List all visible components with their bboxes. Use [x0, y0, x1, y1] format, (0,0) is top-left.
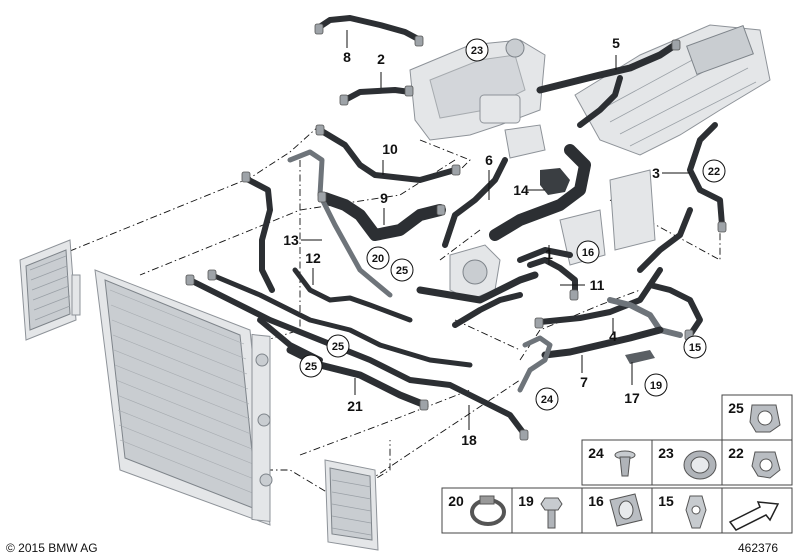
- hex-bolt-icon: [540, 497, 563, 529]
- callout-1: 1: [545, 246, 553, 262]
- callout-6: 6: [485, 152, 493, 168]
- circled-callouts: 23 22 16 20 25 25 25 15: [299, 38, 726, 411]
- bracket-18: [625, 350, 655, 364]
- svg-text:20: 20: [372, 253, 384, 265]
- leader-lines: [301, 30, 690, 430]
- svg-text:16: 16: [588, 493, 604, 509]
- circled-callout-25-c: 25: [299, 354, 323, 378]
- arrow-nav-icon[interactable]: [728, 501, 780, 531]
- callout-14: 13: [283, 232, 299, 248]
- svg-text:15: 15: [689, 342, 701, 354]
- svg-text:25: 25: [396, 265, 408, 277]
- circled-callout-23: 23: [465, 38, 489, 62]
- expansion-tank: [409, 38, 546, 141]
- band-clamp-icon: [470, 495, 506, 526]
- legend-cell-19: 19: [511, 487, 583, 534]
- legend-cell-20: 20: [441, 487, 513, 534]
- coolant-pump: [449, 244, 501, 301]
- circled-callout-20: 20: [366, 246, 390, 270]
- circled-callout-25-b: 25: [326, 334, 350, 358]
- callout-21: 21: [347, 398, 363, 414]
- circled-callout-19: 19: [644, 373, 668, 397]
- callout-5: 5: [612, 35, 620, 51]
- legend-cell-24: 24: [581, 439, 653, 486]
- svg-text:23: 23: [471, 45, 483, 57]
- callout-10: 10: [382, 141, 398, 157]
- svg-text:16: 16: [582, 247, 594, 259]
- legend-cell-16: 16: [581, 487, 653, 534]
- callout-12: 12: [305, 250, 321, 266]
- hose-holder-icon: [685, 495, 707, 529]
- circled-callout-22: 22: [702, 159, 726, 183]
- small-expansion-tank: [559, 169, 656, 266]
- svg-text:25: 25: [305, 361, 317, 373]
- legend-cell-23: 23: [651, 439, 723, 486]
- parts-legend: 25 24 23 22: [441, 394, 793, 534]
- auxiliary-radiator-left: [19, 239, 81, 341]
- legend-cell-nav[interactable]: [721, 487, 793, 534]
- callout-4: 4: [609, 328, 617, 344]
- circled-callout-24: 24: [535, 387, 559, 411]
- legend-cell-22: 22: [721, 439, 793, 486]
- legend-cell-15: 15: [651, 487, 723, 534]
- hose-clip-icon: [749, 404, 781, 433]
- callout-13: 11: [590, 277, 605, 293]
- svg-text:25: 25: [728, 400, 744, 416]
- svg-text:22: 22: [708, 166, 720, 178]
- main-radiator: [94, 269, 273, 526]
- circled-callout-16: 16: [576, 240, 600, 264]
- callout-labels: 8 2 5 3 10 6 14 9 13 12 1 11 4 7 17 21 1…: [283, 35, 660, 448]
- svg-text:15: 15: [658, 493, 674, 509]
- svg-text:24: 24: [588, 445, 604, 461]
- hose-clamps: [185, 23, 727, 441]
- callout-17: 14: [513, 182, 529, 198]
- hose-coupling-icon: [683, 450, 717, 480]
- svg-text:19: 19: [650, 380, 662, 392]
- svg-text:19: 19: [518, 493, 534, 509]
- copyright-text: © 2015 BMW AG: [6, 541, 98, 555]
- callout-3: 3: [652, 165, 660, 181]
- callout-11: 18: [461, 432, 477, 448]
- thermostat-housing: [504, 124, 546, 159]
- callout-9: 9: [380, 190, 388, 206]
- callout-18: 17: [624, 390, 640, 406]
- circled-callout-15: 15: [683, 335, 707, 359]
- svg-text:22: 22: [728, 445, 744, 461]
- circled-callout-25-a: 25: [390, 258, 414, 282]
- auxiliary-radiator-bottom: [324, 459, 379, 551]
- svg-text:23: 23: [658, 445, 674, 461]
- svg-text:24: 24: [541, 394, 554, 406]
- diagram-number: 462376: [738, 541, 779, 555]
- bracket-17: [540, 168, 570, 195]
- callout-7: 7: [580, 374, 588, 390]
- expanding-rivet-icon: [614, 450, 636, 477]
- svg-text:20: 20: [448, 493, 464, 509]
- callout-2: 2: [377, 51, 385, 67]
- snap-clip-icon: [609, 493, 643, 527]
- callout-8: 8: [343, 49, 351, 65]
- legend-cell-25: 25: [721, 394, 793, 441]
- svg-text:25: 25: [332, 341, 344, 353]
- spring-clip-icon: [751, 451, 781, 479]
